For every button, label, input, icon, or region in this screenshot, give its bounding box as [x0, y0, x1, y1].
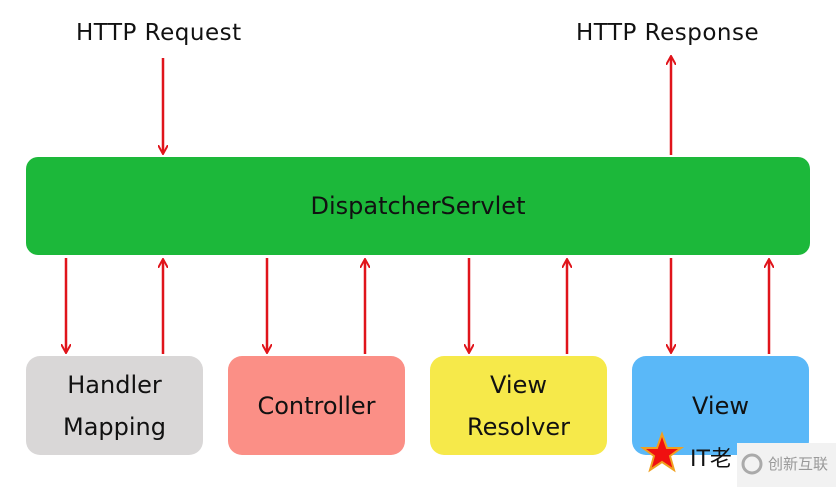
view-label: View — [692, 391, 749, 420]
handler-mapping-box: Handler Mapping — [26, 356, 203, 455]
view-resolver-box: View Resolver — [430, 356, 607, 455]
watermark-bg — [737, 443, 836, 487]
controller-box: Controller — [228, 356, 405, 455]
controller-label: Controller — [257, 391, 376, 420]
http-response-label: HTTP Response — [576, 20, 760, 46]
watermark-logo-icon — [741, 453, 763, 475]
dispatcher-servlet-label: DispatcherServlet — [310, 192, 526, 220]
star-icon — [639, 431, 685, 473]
view-resolver-label: View Resolver — [466, 370, 571, 441]
watermark-brand: 创新互联 — [768, 455, 829, 473]
dispatcher-servlet-box: DispatcherServlet — [26, 157, 810, 255]
http-request-label: HTTP Request — [76, 20, 242, 46]
watermark-text: IT老 — [690, 447, 732, 472]
handler-mapping-label: Handler Mapping — [63, 370, 166, 441]
